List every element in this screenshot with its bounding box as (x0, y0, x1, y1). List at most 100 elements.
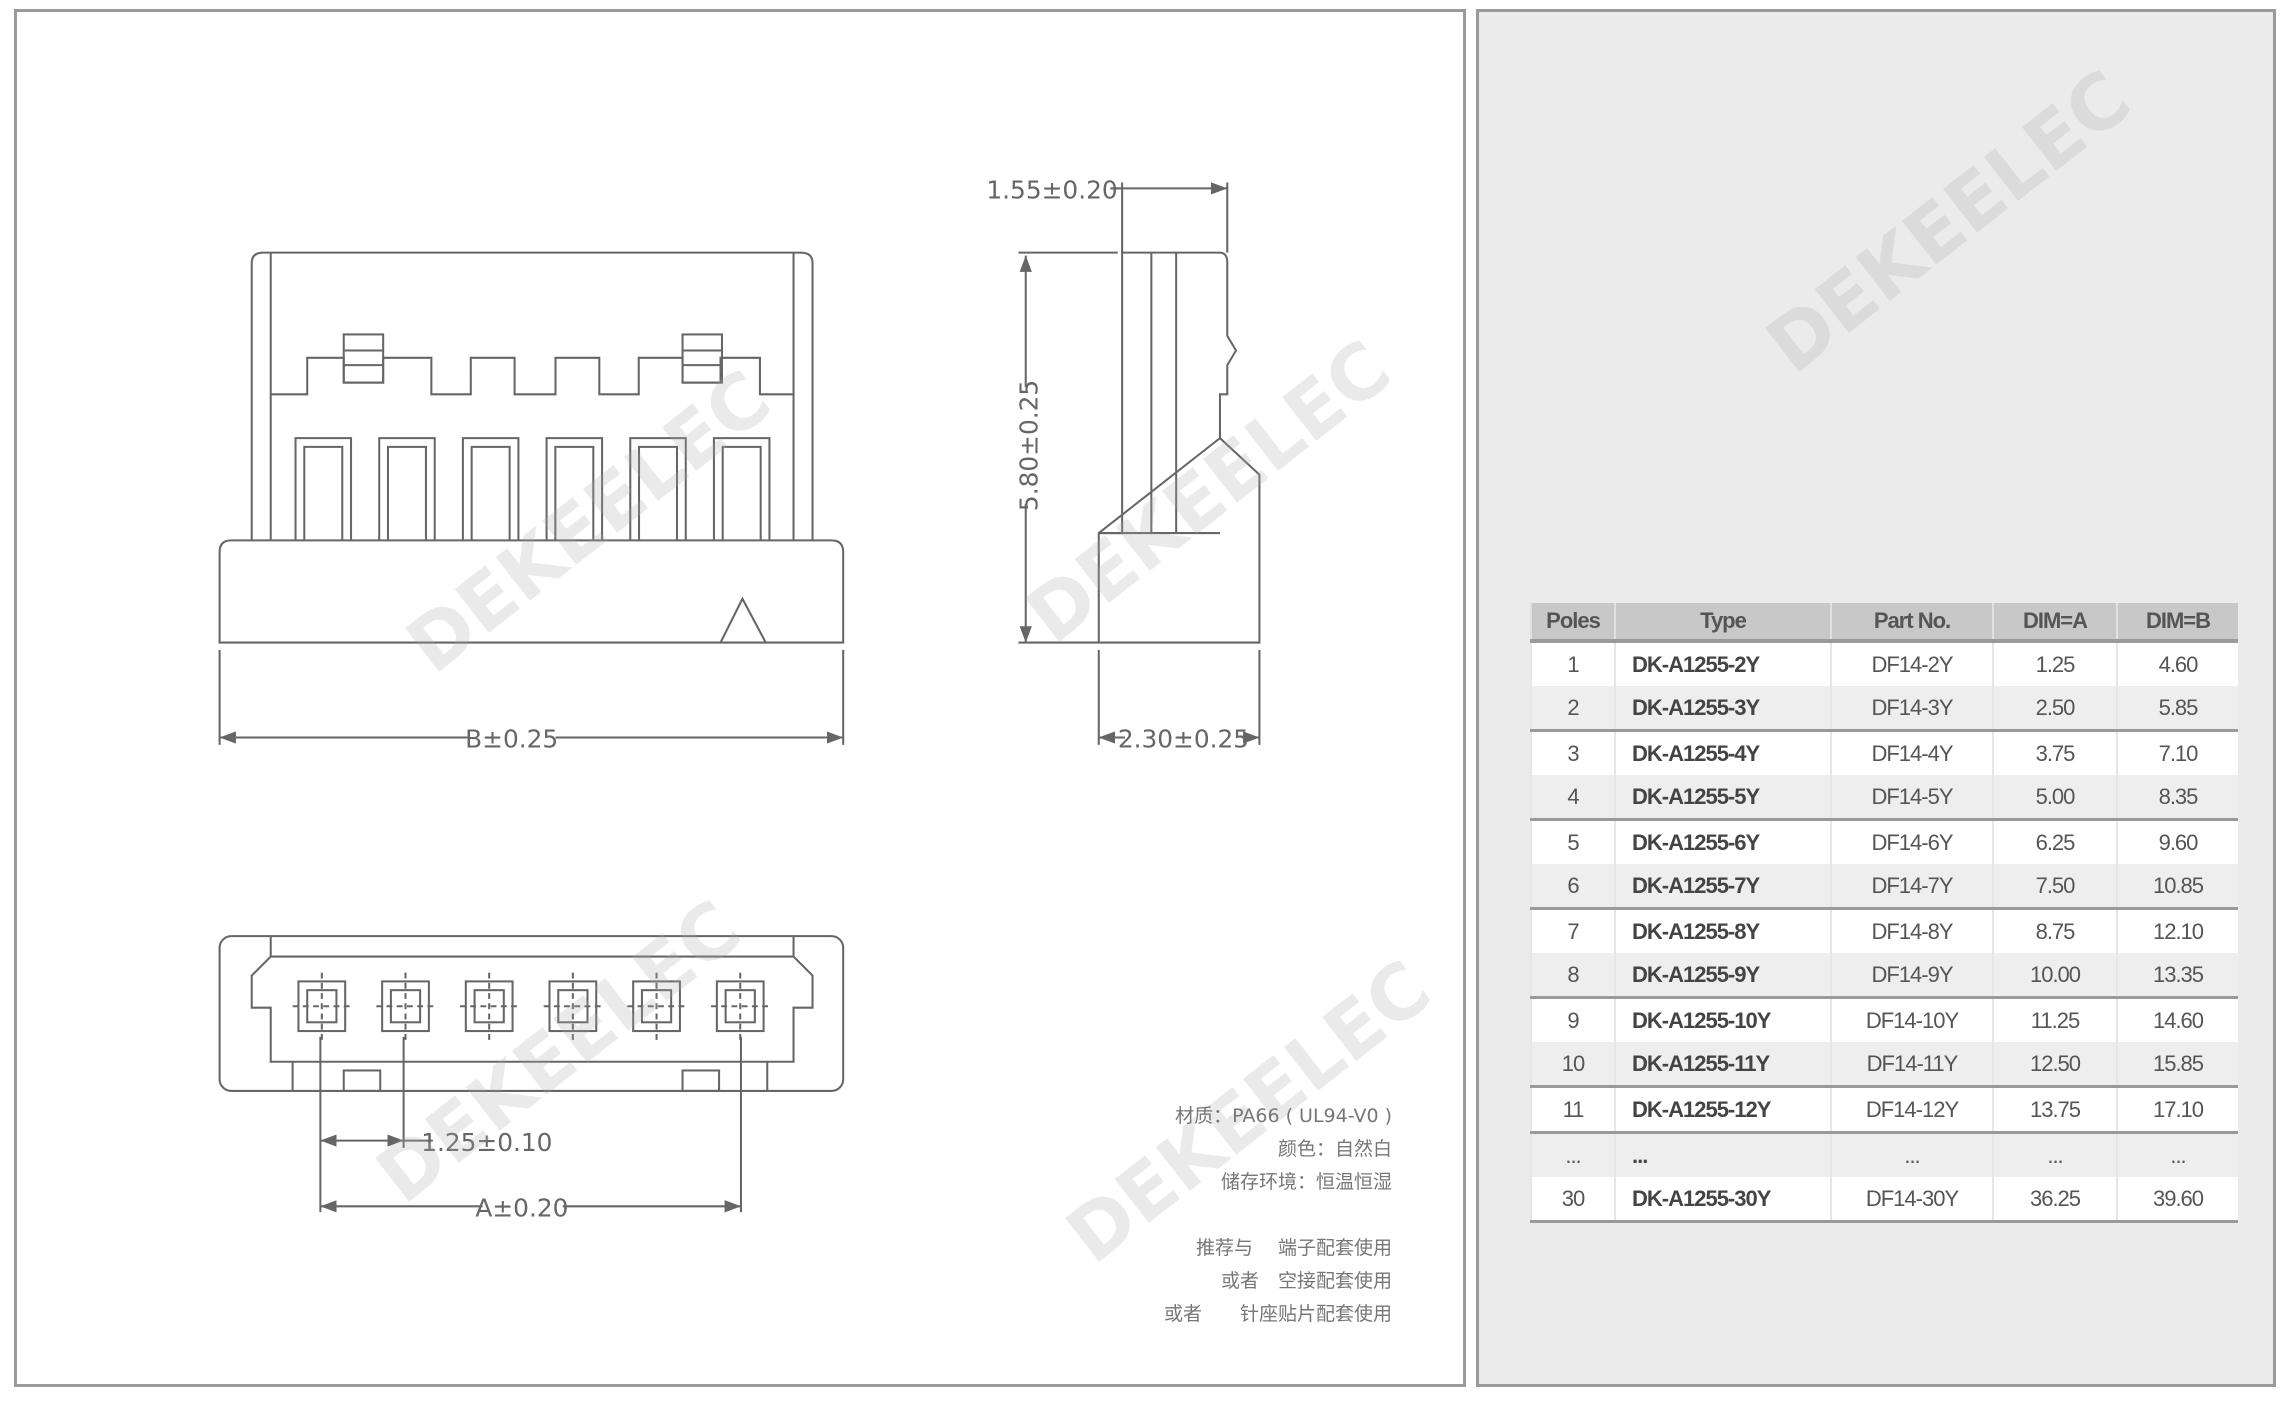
cell-dim-a: 11.25 (1992, 997, 2117, 1042)
cell-type: DK-A1255-12Y (1614, 1086, 1831, 1134)
table-header: Poles Type Part No. DIM=A DIM=B (1530, 603, 2238, 643)
cell-dim-b: 5.85 (2116, 686, 2238, 732)
pin-cavity (627, 972, 686, 1040)
cell-poles: 5 (1530, 819, 1615, 864)
cell-type: DK-A1255-3Y (1614, 686, 1831, 732)
cell-part-no: DF14-2Y (1830, 641, 1993, 686)
cell-dim-b: 10.85 (2116, 864, 2238, 910)
cell-poles: 2 (1530, 686, 1615, 732)
contact-slot (712, 437, 771, 541)
note-rec3: 或者 针座贴片配套使用 (1163, 1303, 1392, 1325)
cell-dim-a: 3.75 (1992, 730, 2117, 775)
contact-slot (294, 437, 353, 541)
cell-poles: 3 (1530, 730, 1615, 775)
front-view: B±0.25 (218, 251, 845, 754)
cell-type: DK-A1255-11Y (1614, 1042, 1831, 1088)
note-material: 材质：PA66 ( UL94-V0 ) (1175, 1105, 1392, 1127)
cell-type: DK-A1255-2Y (1614, 641, 1831, 686)
pin-cavity (543, 972, 603, 1040)
cell-part-no: DF14-4Y (1830, 730, 1993, 775)
cell-dim-b: 12.10 (2116, 908, 2238, 953)
dim-top-width-label: 1.55±0.20 (986, 176, 1117, 205)
cell-type: DK-A1255-7Y (1614, 864, 1831, 910)
col-dim-b: DIM=B (2116, 603, 2238, 643)
col-poles: Poles (1530, 603, 1615, 643)
cell-poles: 30 (1530, 1177, 1615, 1223)
cell-dim-b: 9.60 (2116, 819, 2238, 864)
cell-dim-a: 36.25 (1992, 1177, 2117, 1223)
note-color: 颜色：自然白 (1277, 1138, 1392, 1160)
cell-dim-a: 1.25 (1992, 641, 2117, 686)
cell-dim-a: 6.25 (1992, 819, 2117, 864)
cell-dim-a: ... (1992, 1132, 2117, 1177)
cell-type: DK-A1255-10Y (1614, 997, 1831, 1042)
cell-part-no: DF14-11Y (1830, 1042, 1993, 1088)
cell-poles: 4 (1530, 775, 1615, 821)
cell-part-no: DF14-5Y (1830, 775, 1993, 821)
cell-part-no: DF14-10Y (1830, 997, 1993, 1042)
side-view: 1.55±0.20 5.80±0.25 2.30±0.25 (986, 176, 1261, 754)
cell-dim-a: 10.00 (1992, 953, 2117, 999)
dim-pitch-label: 1.25±0.10 (421, 1128, 552, 1157)
cell-dim-a: 2.50 (1992, 686, 2117, 732)
cell-type: DK-A1255-6Y (1614, 819, 1831, 864)
cell-part-no: DF14-3Y (1830, 686, 1993, 732)
cell-poles: 11 (1530, 1086, 1615, 1134)
cell-poles: 6 (1530, 864, 1615, 910)
cell-dim-b: 13.35 (2116, 953, 2238, 999)
note-rec1: 推荐与 端子配套使用 (1195, 1237, 1392, 1259)
cell-dim-b: 15.85 (2116, 1042, 2238, 1088)
cell-type: DK-A1255-5Y (1614, 775, 1831, 821)
dim-height-label: 5.80±0.25 (1014, 380, 1043, 511)
dim-a-label: A±0.20 (475, 1194, 568, 1223)
pin-cavity (459, 972, 519, 1040)
col-type: Type (1614, 603, 1831, 643)
cell-part-no: DF14-12Y (1830, 1086, 1993, 1134)
cell-dim-a: 5.00 (1992, 775, 2117, 821)
contact-slot (545, 437, 604, 541)
cell-type: DK-A1255-8Y (1614, 908, 1831, 953)
cell-dim-b: 4.60 (2116, 641, 2238, 686)
cell-poles: 10 (1530, 1042, 1615, 1088)
contact-slot (461, 437, 520, 541)
cell-dim-a: 7.50 (1992, 864, 2117, 910)
cell-type: DK-A1255-30Y (1614, 1177, 1831, 1223)
bottom-view: 1.25±0.10 A±0.20 (218, 935, 845, 1223)
pin-cavity (292, 972, 352, 1040)
cell-poles: 7 (1530, 908, 1615, 953)
cell-dim-a: 13.75 (1992, 1086, 2117, 1134)
note-rec2: 或者 空接配套使用 (1220, 1270, 1392, 1292)
cell-dim-b: 8.35 (2116, 775, 2238, 821)
cell-poles: 1 (1530, 641, 1615, 686)
dim-b-label: B±0.25 (465, 725, 558, 754)
pin-cavity (711, 972, 770, 1040)
note-storage: 储存环境：恒温恒湿 (1220, 1171, 1392, 1193)
cell-part-no: DF14-8Y (1830, 908, 1993, 953)
cell-part-no: DF14-9Y (1830, 953, 1993, 999)
pin-cavity (376, 972, 435, 1040)
cell-type: DK-A1255-9Y (1614, 953, 1831, 999)
drawing-panel (14, 9, 1466, 1387)
material-notes: 材质：PA66 ( UL94-V0 ) 颜色：自然白 储存环境：恒温恒湿 推荐与… (1164, 1100, 1392, 1331)
cell-part-no: ... (1830, 1132, 1993, 1177)
contact-slot (378, 437, 436, 541)
cell-dim-a: 12.50 (1992, 1042, 2117, 1088)
cell-type: ... (1614, 1132, 1831, 1177)
cell-dim-b: ... (2116, 1132, 2238, 1177)
cell-part-no: DF14-30Y (1830, 1177, 1993, 1223)
cell-poles: ... (1530, 1132, 1615, 1177)
